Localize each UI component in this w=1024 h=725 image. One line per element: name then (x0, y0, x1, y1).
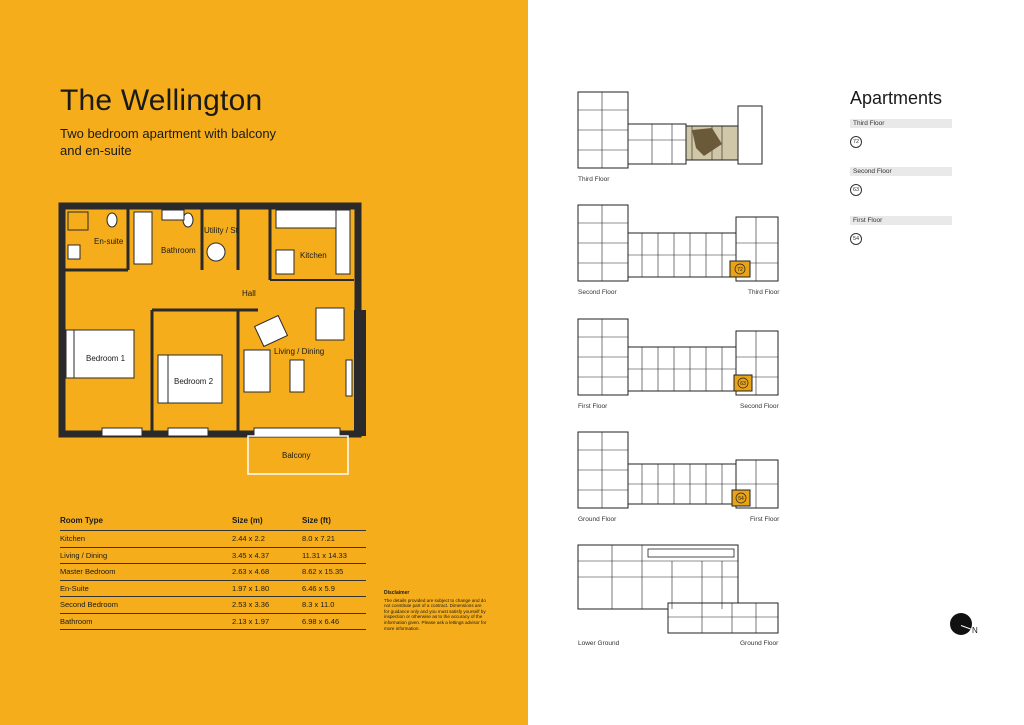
header-size-m: Size (m) (232, 516, 263, 525)
disclaimer-text: The details provided are subject to chan… (384, 597, 487, 631)
cell-size-ft: 11.31 x 14.33 (302, 550, 347, 560)
apartment-unit-badge: 63 (850, 184, 862, 196)
table-row: Living / Dining 3.45 x 4.37 11.31 x 14.3… (60, 548, 366, 564)
header-size-ft: Size (ft) (302, 516, 331, 525)
key-plan-label-left: Ground Floor (578, 516, 617, 523)
table-row: Kitchen 2.44 x 2.2 8.0 x 7.21 (60, 531, 366, 548)
key-plan-label-right: Third Floor (748, 289, 780, 296)
key-plan-third-floor: Third Floor (572, 90, 786, 183)
cell-size-m: 2.44 x 2.2 (232, 534, 265, 544)
table-row: Master Bedroom 2.63 x 4.68 8.62 x 15.35 (60, 564, 366, 581)
compass-icon (950, 613, 972, 635)
compass-north-label: N (972, 626, 978, 635)
building-outline: 54 (577, 431, 779, 509)
room-label-kitchen: Kitchen (300, 251, 327, 260)
apartment-floorplan: En-suite Bathroom Utility / St. Kitchen … (58, 202, 366, 475)
room-label-bedroom2: Bedroom 2 (174, 377, 214, 386)
cell-size-ft: 6.98 x 6.46 (302, 616, 340, 626)
cell-size-ft: 8.3 x 11.0 (302, 600, 335, 610)
key-plan-label-right: Second Floor (740, 403, 779, 410)
building-outline (577, 91, 763, 169)
table-row: En-Suite 1.97 x 1.80 6.46 x 5.9 (60, 581, 366, 597)
key-plan-second-third: 72 Second Floor Third Floor (572, 203, 786, 296)
room-label-ensuite: En-suite (94, 237, 124, 246)
room-label-hall: Hall (242, 289, 256, 298)
cell-room: Second Bedroom (60, 600, 118, 610)
cell-size-m: 2.13 x 1.97 (232, 616, 270, 626)
room-label-utility: Utility / St. (204, 226, 240, 235)
apartment-floor-label: Second Floor (850, 167, 952, 176)
key-plan-label-left: Second Floor (578, 289, 617, 296)
table-row: Bathroom 2.13 x 1.97 6.98 x 6.46 (60, 614, 366, 630)
unit-number-63: 63 (740, 381, 746, 387)
key-plan-label-left: Lower Ground (578, 640, 620, 647)
header-room-type: Room Type (60, 516, 103, 525)
unit-number-54: 54 (738, 496, 744, 502)
room-size-table: Room Type Size (m) Size (ft) Kitchen 2.4… (60, 516, 366, 630)
apartments-title: Apartments (850, 88, 943, 108)
cell-room: Bathroom (60, 616, 93, 626)
table-row: Second Bedroom 2.53 x 3.36 8.3 x 11.0 (60, 597, 366, 614)
left-panel: The Wellington Two bedroom apartment wit… (0, 0, 528, 725)
disclaimer: Disclaimer The details provided are subj… (384, 590, 488, 631)
cell-size-m: 3.45 x 4.37 (232, 550, 270, 560)
key-plan-lower-ground: Lower Ground Ground Floor (572, 543, 786, 647)
apartment-floor-label: First Floor (850, 216, 952, 225)
building-outline (577, 544, 779, 634)
apartment-unit-badge: 72 (850, 136, 862, 148)
key-plan-first-second: 63 First Floor Second Floor (572, 317, 786, 410)
cell-room: En-Suite (60, 583, 89, 593)
key-plan-ground-first: 54 Ground Floor First Floor (572, 430, 786, 523)
cell-room: Master Bedroom (60, 567, 116, 577)
cell-size-m: 2.63 x 4.68 (232, 567, 270, 577)
table-header: Room Type Size (m) Size (ft) (60, 516, 366, 531)
key-plan-label-left: First Floor (578, 403, 608, 410)
unit-number-72: 72 (737, 267, 743, 273)
room-label-living: Living / Dining (274, 347, 324, 356)
cell-size-ft: 6.46 x 5.9 (302, 583, 335, 593)
page-subtitle: Two bedroom apartment with balcony and e… (60, 126, 277, 158)
building-outline: 72 (577, 204, 779, 282)
cell-size-ft: 8.0 x 7.21 (302, 534, 335, 544)
key-plan-label-right: Ground Floor (740, 640, 779, 647)
disclaimer-title: Disclaimer (384, 590, 410, 596)
cell-size-m: 1.97 x 1.80 (232, 583, 270, 593)
key-plan-label-right: First Floor (750, 516, 780, 523)
apartment-floor-label: Third Floor (850, 119, 952, 128)
room-label-bathroom: Bathroom (161, 246, 196, 255)
apartment-unit-badge: 54 (850, 233, 862, 245)
cell-room: Kitchen (60, 534, 86, 544)
room-label-bedroom1: Bedroom 1 (86, 354, 126, 363)
cell-size-m: 2.53 x 3.36 (232, 600, 270, 610)
cell-room: Living / Dining (60, 550, 108, 560)
cell-size-ft: 8.62 x 15.35 (302, 567, 344, 577)
key-plan-label-left: Third Floor (578, 176, 610, 183)
building-outline: 63 (577, 318, 779, 396)
room-label-balcony: Balcony (282, 451, 310, 460)
page-title: The Wellington (60, 84, 263, 117)
